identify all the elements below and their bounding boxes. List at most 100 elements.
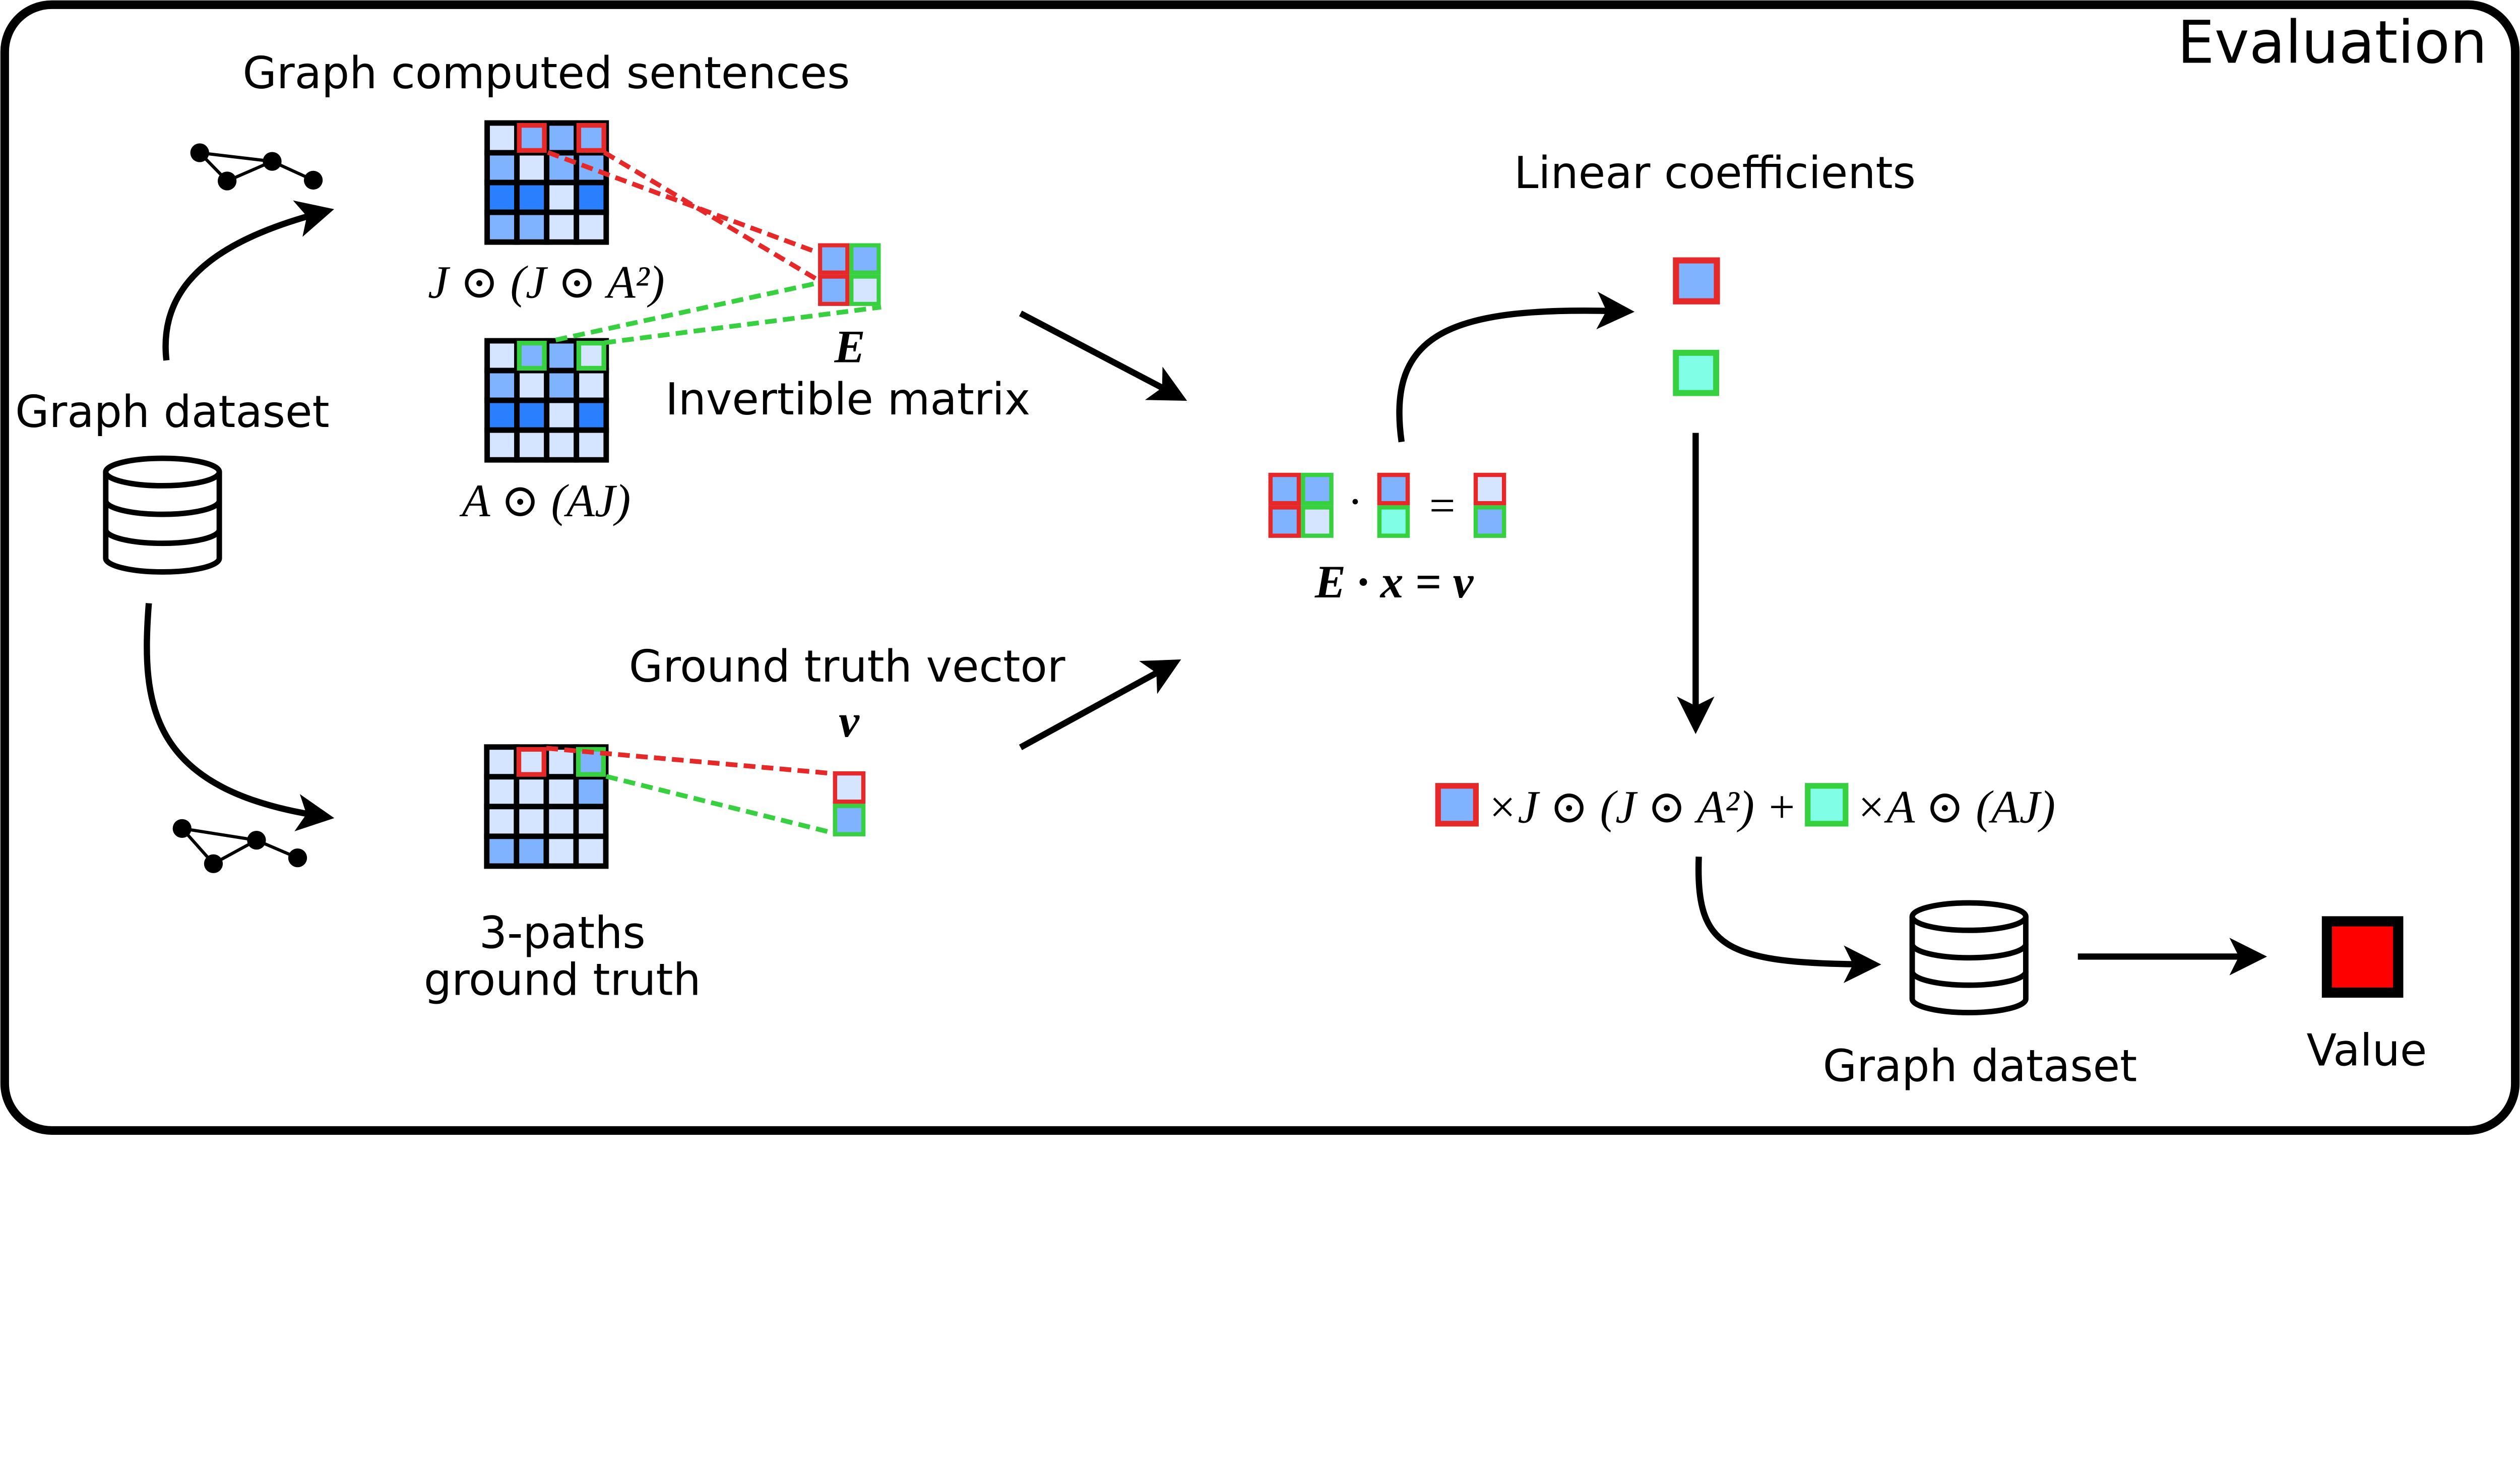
matrix-cell (543, 833, 579, 869)
matrix-cell (818, 243, 850, 275)
equation-vector-x (1377, 472, 1410, 538)
cell-outline-red (1268, 472, 1301, 506)
cell-outline-green (1805, 783, 1849, 827)
invertible-matrix-label: Invertible matrix (665, 374, 1030, 425)
ground-truth-vector-label: Ground truth vector (629, 641, 1065, 692)
matrix-cell (1435, 783, 1479, 827)
dashed-line-green (604, 305, 881, 345)
cell-outline-green (1473, 505, 1506, 538)
graph-icon-bottom (172, 819, 307, 873)
cell-outline-red (1473, 472, 1506, 506)
term-coefficient-green (1805, 783, 1849, 827)
cell-outline-green (833, 804, 866, 836)
matrix-cell (544, 427, 580, 463)
arrow-to-dataset (1695, 857, 1881, 983)
matrix-cell (514, 774, 549, 810)
cell-outline-red (1377, 472, 1410, 506)
arrow-to-coefficients (1396, 291, 1635, 443)
arrow-v-to-equation (1019, 659, 1181, 750)
equation-dot: · (1349, 476, 1360, 527)
matrix-cell (484, 150, 520, 186)
matrix-cell (574, 179, 609, 215)
matrix-j-hadamard-j-hadamard-a-squared (484, 120, 609, 245)
three-paths-label-line1: 3-paths (479, 907, 646, 958)
arrow-to-bottom-graph (144, 603, 335, 831)
graph-icon-top (190, 143, 323, 191)
matrix-cell (574, 209, 609, 245)
matrix-cell (849, 274, 881, 306)
matrix-cell (544, 150, 580, 186)
cell-outline-green (576, 340, 606, 371)
cell-outline-green (1377, 505, 1410, 538)
matrix-cell (1473, 472, 1506, 506)
label-j-hadamard-j-hadamard-a-squared: J ⊙ (J ⊙ A²) (428, 257, 665, 308)
matrix-cell (544, 120, 580, 156)
label-v: v (839, 695, 860, 747)
dashed-line-red (603, 150, 820, 282)
matrix-cell (1268, 505, 1301, 538)
matrix-cell (1805, 783, 1849, 827)
graph-computed-sentences-label: Graph computed sentences (242, 47, 850, 99)
matrix-cell (514, 368, 550, 403)
cell-outline-green (1673, 349, 1720, 396)
matrix-cell (1301, 505, 1334, 538)
cell-outline-green (849, 243, 881, 275)
matrix-cell (1473, 505, 1506, 538)
matrix-cell (484, 209, 520, 245)
matrix-cell (514, 179, 550, 215)
matrix-cell (818, 274, 850, 306)
matrix-cell (574, 427, 609, 463)
matrix-cell (484, 744, 520, 780)
dashed-line-green (605, 774, 835, 836)
cell-outline-red (1268, 505, 1301, 538)
term-1: ×J ⊙ (J ⊙ A²) + (1486, 781, 1797, 833)
cell-outline-red (1435, 783, 1479, 827)
dashed-line-red (546, 746, 835, 776)
matrix-3-paths-ground-truth (484, 744, 609, 869)
arrow-to-top-graph (162, 200, 334, 361)
cell-outline-green (1301, 472, 1334, 506)
value-square (2321, 916, 2404, 998)
vector-v (833, 771, 866, 836)
cell-outline-green (576, 747, 606, 777)
term-coefficient-red (1435, 783, 1479, 827)
matrix-cell (1301, 472, 1334, 506)
matrix-cell (833, 804, 866, 836)
matrix-cell (484, 427, 520, 463)
matrix-cell (484, 774, 520, 810)
linear-coefficients-label: Linear coefficients (1514, 147, 1916, 199)
matrix-cell (573, 774, 609, 810)
matrix-cell (514, 397, 550, 433)
cell-outline-red (516, 747, 546, 777)
dashed-line-green (555, 274, 850, 342)
matrix-cell (484, 179, 520, 215)
matrix-cell (1673, 349, 1720, 396)
matrix-e (818, 243, 881, 306)
dashed-line-red (547, 150, 819, 255)
cell-outline-red (833, 771, 866, 804)
matrix-cell (574, 397, 609, 433)
term-2: ×A ⊙ (AJ) (1855, 781, 2055, 833)
matrix-cell (544, 179, 580, 215)
matrix-cell (484, 120, 520, 156)
cell-outline-red (1673, 257, 1720, 305)
matrix-cell (514, 209, 550, 245)
cell-outline-green (1301, 505, 1334, 538)
evaluation-diagram: Evaluation Graph computed sentences Grap… (0, 0, 2520, 1135)
matrix-cell (484, 397, 520, 433)
matrix-cell (849, 243, 881, 275)
matrix-cell (543, 774, 579, 810)
label-e: E (834, 321, 865, 373)
matrix-cell (573, 833, 609, 869)
matrix-cell (543, 804, 579, 839)
matrix-cell (514, 804, 549, 839)
database-icon-bottom (1909, 900, 2029, 1015)
title: Evaluation (2177, 9, 2487, 77)
equation-label: E · x = v (1314, 556, 1474, 607)
matrix-a-hadamard-aj (484, 338, 609, 463)
cell-outline-red (818, 274, 850, 306)
equation-matrix-e (1268, 472, 1334, 538)
matrix-cell (573, 804, 609, 839)
three-paths-label-line2: ground truth (424, 954, 701, 1006)
matrix-cell (1268, 472, 1301, 506)
